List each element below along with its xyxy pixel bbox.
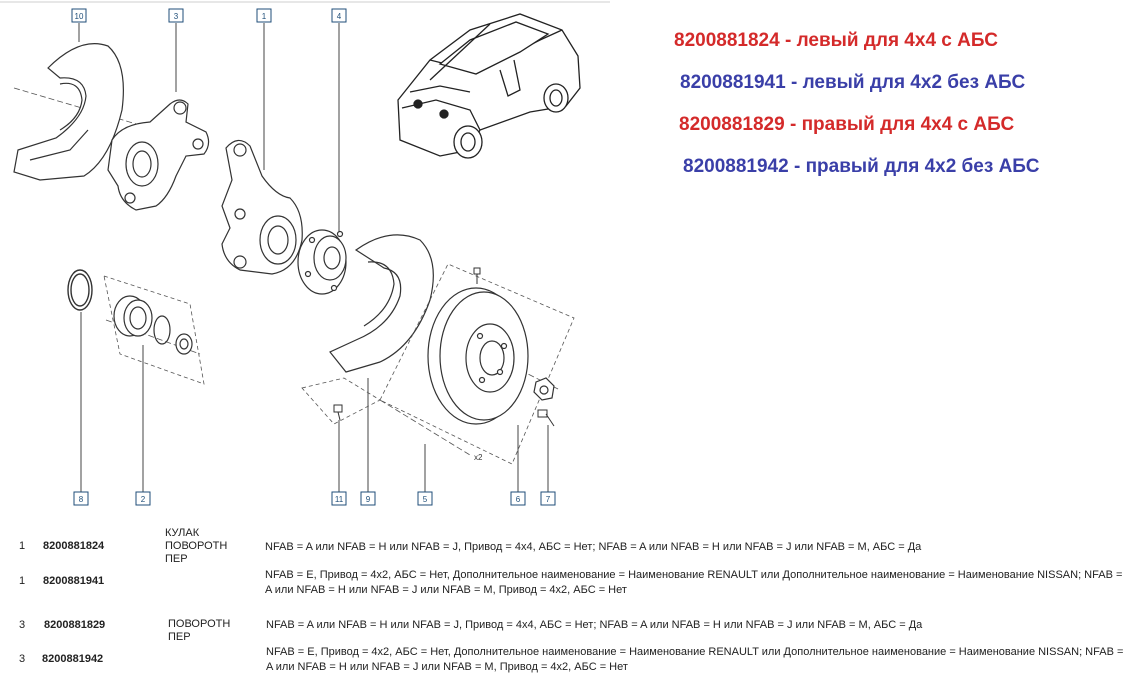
svg-text:8: 8 [79, 495, 84, 504]
part-conditions: NFAB = A или NFAB = H или NFAB = J, Прив… [265, 541, 922, 553]
brake-disc-5: x2 [379, 263, 575, 465]
part-number-entry-1: 8200881824 - левый для 4x4 с АБС [674, 30, 998, 52]
leader-lines [78, 23, 549, 492]
ref-number: 3 [19, 619, 26, 631]
table-row: 3 8200881942 NFAB = E, Привод = 4x2, АБС… [0, 645, 1146, 685]
ref-number: 1 [19, 540, 26, 552]
svg-text:5: 5 [423, 495, 428, 504]
bolt-7 [537, 409, 555, 427]
table-row: 1 8200881941 NFAB = E, Привод = 4x2, АБС… [0, 565, 1146, 605]
separator: - [784, 114, 802, 135]
callout-2: 2 [135, 491, 151, 506]
part-conditions: NFAB = E, Привод = 4x2, АБС = Нет, Допол… [266, 646, 1124, 673]
part-conditions: NFAB = A или NFAB = H или NFAB = J, Прив… [266, 619, 923, 631]
part-number-desc: правый для 4x2 без АБС [805, 156, 1040, 177]
part-number-desc: левый для 4x4 с АБС [796, 30, 998, 51]
part-code: 8200881941 [43, 575, 105, 587]
part-number-code: 8200881941 [680, 72, 786, 93]
svg-text:6: 6 [516, 495, 521, 504]
exploded-parts-diagram: x2 10 3 1 4 8 2 11 9 [0, 1, 610, 506]
svg-text:7: 7 [546, 495, 551, 504]
quantity-mark: x2 [474, 453, 483, 462]
vehicle-illustration [397, 13, 581, 159]
part-number-code: 8200881942 [683, 156, 789, 177]
ref-number: 3 [19, 653, 26, 665]
callout-9: 9 [360, 491, 376, 506]
separator: - [785, 72, 803, 93]
callout-boxes: 10 3 1 4 8 2 11 9 5 6 7 [71, 8, 556, 506]
part-number-desc: правый для 4x4 с АБС [801, 114, 1015, 135]
svg-text:9: 9 [366, 495, 371, 504]
callout-10: 10 [71, 8, 87, 23]
ref-number: 1 [19, 575, 26, 587]
callout-1: 1 [256, 8, 272, 23]
callout-3: 3 [168, 8, 184, 23]
part-number-entry-4: 8200881942 - правый для 4x2 без АБС [683, 156, 1039, 178]
table-row: 1 8200881824 КУЛАК ПОВОРОТН ПЕР NFAB = A… [0, 525, 1146, 565]
part-code: 8200881824 [43, 540, 105, 552]
part-number-entry-3: 8200881829 - правый для 4x4 с АБС [679, 114, 1014, 136]
hub-nut-6 [533, 377, 555, 401]
dust-shield-9 [329, 234, 434, 373]
wheel-hub-4 [297, 229, 347, 295]
disc-screw [473, 267, 481, 284]
part-number-code: 8200881829 [679, 114, 785, 135]
callout-6: 6 [510, 491, 526, 506]
svg-text:2: 2 [141, 495, 146, 504]
part-number-code: 8200881824 [674, 30, 780, 51]
separator: - [779, 30, 797, 51]
callout-8: 8 [73, 491, 89, 506]
part-name: ПОВОРОТН ПЕР [168, 618, 231, 643]
svg-text:1: 1 [262, 12, 267, 21]
part-code: 8200881829 [44, 619, 106, 631]
svg-text:3: 3 [174, 12, 179, 21]
snap-ring-8 [67, 269, 93, 311]
svg-text:4: 4 [337, 12, 342, 21]
part-number-entry-2: 8200881941 - левый для 4x2 без АБС [680, 72, 1025, 94]
part-number-desc: левый для 4x2 без АБС [802, 72, 1026, 93]
part-name: КУЛАК ПОВОРОТН ПЕР [165, 527, 228, 565]
callout-11: 11 [331, 491, 347, 506]
part-code: 8200881942 [42, 653, 104, 665]
bearing-set-2 [103, 275, 205, 385]
part-conditions: NFAB = E, Привод = 4x2, АБС = Нет, Допол… [265, 569, 1123, 596]
steering-knuckle-1 [221, 139, 303, 275]
table-row: 3 8200881829 ПОВОРОТН ПЕР NFAB = A или N… [0, 615, 1146, 645]
callout-7: 7 [540, 491, 556, 506]
callout-4: 4 [331, 8, 347, 23]
steering-knuckle-3 [107, 99, 210, 211]
separator: - [788, 156, 806, 177]
callout-5: 5 [417, 491, 433, 506]
dust-shield-10 [13, 43, 124, 181]
svg-text:10: 10 [75, 12, 84, 21]
svg-text:11: 11 [335, 495, 344, 504]
